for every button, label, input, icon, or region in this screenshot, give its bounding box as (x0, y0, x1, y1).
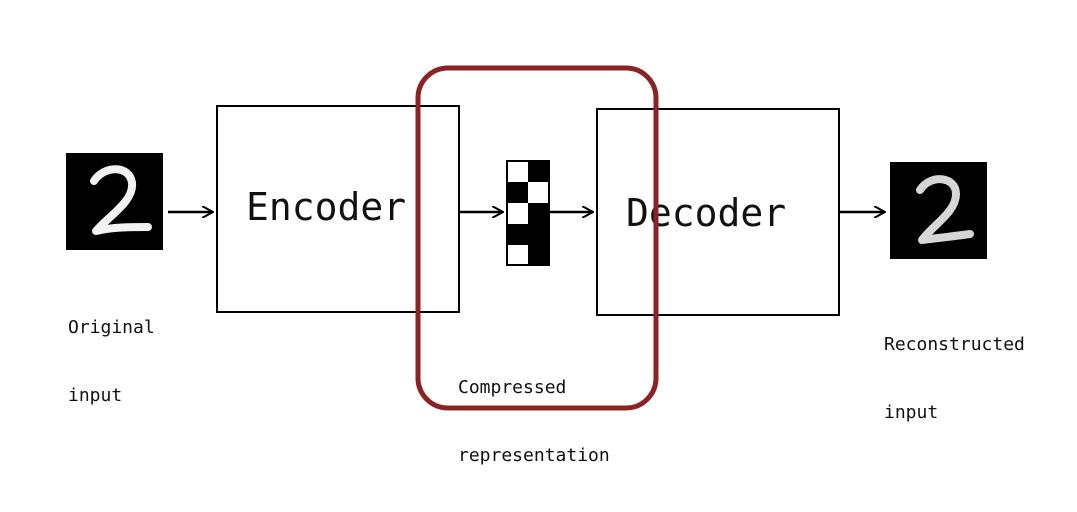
decoder-box (596, 108, 840, 316)
original-digit-image (66, 153, 163, 250)
compressed-code (506, 160, 550, 266)
code-cell (507, 161, 528, 182)
code-cell (528, 245, 549, 266)
reconstructed-line1: Reconstructed (884, 334, 1025, 355)
code-cell (507, 203, 528, 224)
code-border (506, 160, 550, 266)
highlight-frame (415, 65, 659, 411)
code-cell (528, 161, 549, 182)
digit-two-icon (916, 175, 974, 244)
original-input-line2: input (68, 384, 123, 406)
arrows-layer (168, 65, 1077, 411)
reconstructed-digit-image (890, 162, 987, 259)
code-cell (528, 182, 549, 203)
code-cell (528, 203, 549, 224)
code-cell (507, 245, 528, 266)
code-cell (507, 182, 528, 203)
code-cell (528, 224, 549, 245)
autoencoder-diagram: Original input Encoder Decoder Compresse… (66, 65, 1077, 466)
original-input-label: Original input (68, 272, 155, 452)
decoder-label: Decoder (626, 191, 787, 235)
reconstructed-input-label: Reconstructed input (884, 289, 1025, 469)
compressed-line2: representation (458, 444, 610, 466)
reconstructed-line2: input (884, 401, 939, 423)
digit-two-icon (90, 165, 152, 235)
original-input-line1: Original (68, 317, 155, 338)
compressed-line1: Compressed (458, 377, 567, 398)
encoder-box (216, 105, 460, 313)
code-cell (507, 224, 528, 245)
encoder-label: Encoder (246, 185, 407, 229)
